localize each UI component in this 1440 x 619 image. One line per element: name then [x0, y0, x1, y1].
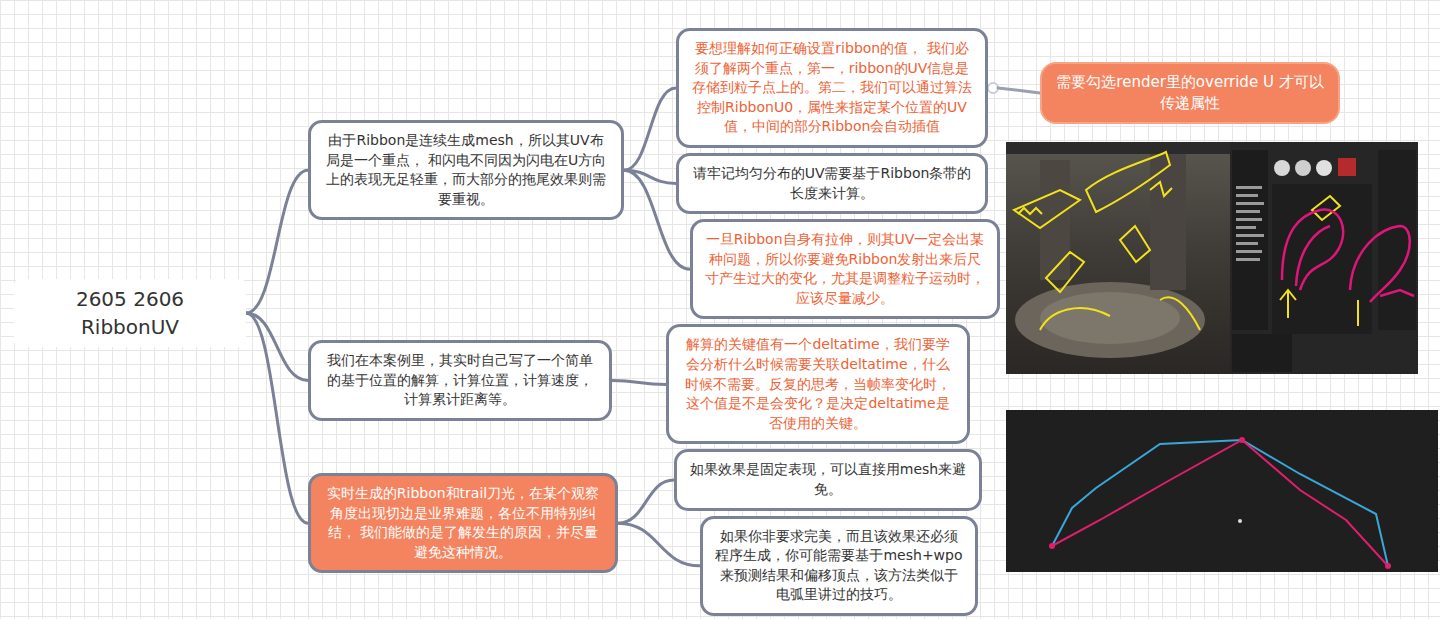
note-box: 解算的关键值有一个deltatime，我们要学会分析什么时候需要关联deltat… — [666, 324, 970, 444]
node-text: 由于Ribbon是连续生成mesh，所以其UV布局是一个重点， 和闪电不同因为闪… — [323, 131, 609, 209]
note-box: 请牢记均匀分布的UV需要基于Ribbon条带的长度来计算。 — [676, 153, 988, 214]
node-text: 请牢记均匀分布的UV需要基于Ribbon条带的长度来计算。 — [691, 164, 973, 203]
node-text: 实时生成的Ribbon和trail刀光，在某个观察角度出现切边是业界难题，各位不… — [323, 484, 603, 562]
branch-line — [618, 480, 674, 523]
root-topic: 2605 2606 RibbonUV — [14, 279, 246, 347]
node-text: 解算的关键值有一个deltatime，我们要学会分析什么时候需要关联deltat… — [681, 335, 955, 433]
branch-line — [246, 170, 308, 313]
node-text: 如果你非要求完美，而且该效果还必须程序生成，你可能需要基于mesh+wpo来预测… — [715, 527, 963, 605]
tip-box: 需要勾选render里的override U 才可以传递属性 — [1040, 62, 1340, 124]
branch-line — [624, 88, 676, 170]
branch-line — [618, 523, 700, 566]
note-box: 要想理解如何正确设置ribbon的值， 我们必须了解两个重点，第一，ribbon… — [676, 28, 988, 148]
node-text: 如果效果是固定表现，可以直接用mesh来避免。 — [689, 460, 967, 499]
note-box: 一旦Ribbon自身有拉伸，则其UV一定会出某种问题，所以你要避免Ribbon发… — [690, 219, 1000, 319]
note-box: 如果你非要求完美，而且该效果还必须程序生成，你可能需要基于mesh+wpo来预测… — [700, 516, 978, 616]
topic-box: 由于Ribbon是连续生成mesh，所以其UV布局是一个重点， 和闪电不同因为闪… — [308, 120, 624, 220]
highlight-topic-box: 实时生成的Ribbon和trail刀光，在某个观察角度出现切边是业界难题，各位不… — [308, 473, 618, 573]
node-text: 一旦Ribbon自身有拉伸，则其UV一定会出某种问题，所以你要避免Ribbon发… — [705, 230, 985, 308]
node-text: 需要勾选render里的override U 才可以传递属性 — [1054, 72, 1326, 114]
topic-box: 我们在本案例里，其实时自己写了一个简单的基于位置的解算，计算位置，计算速度，计算… — [308, 340, 612, 421]
node-text: 2605 2606 RibbonUV — [24, 285, 236, 341]
branch-line — [612, 380, 666, 384]
branch-line — [998, 88, 1040, 93]
editor-screenshot — [1006, 142, 1418, 374]
node-text: 我们在本案例里，其实时自己写了一个简单的基于位置的解算，计算位置，计算速度，计算… — [323, 351, 597, 410]
note-box: 如果效果是固定表现，可以直接用mesh来避免。 — [674, 449, 982, 510]
ribbon-curve-screenshot — [1006, 410, 1438, 572]
branch-line — [246, 313, 308, 523]
node-text: 要想理解如何正确设置ribbon的值， 我们必须了解两个重点，第一，ribbon… — [691, 39, 973, 137]
